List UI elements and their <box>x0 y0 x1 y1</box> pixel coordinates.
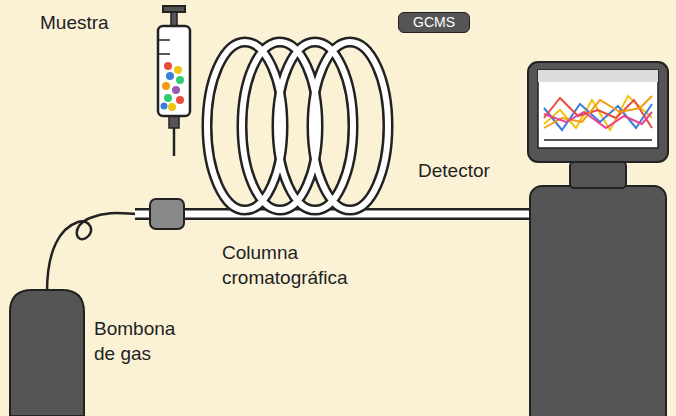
injector-port <box>150 199 184 229</box>
badge: GCMS <box>398 12 470 33</box>
gas-hose <box>47 213 140 292</box>
syringe <box>158 6 190 156</box>
sample-label: Muestra <box>40 10 109 35</box>
column-coil <box>207 42 388 210</box>
detector <box>528 62 668 416</box>
gas-label: Bombona de gas <box>94 316 199 366</box>
tube <box>135 211 532 218</box>
detector-label: Detector <box>418 158 490 183</box>
badge-text: GCMS <box>413 14 455 30</box>
gas-cylinder <box>10 290 84 416</box>
column-label: Columna cromatográfica <box>222 240 372 290</box>
tube-outline <box>135 208 532 220</box>
